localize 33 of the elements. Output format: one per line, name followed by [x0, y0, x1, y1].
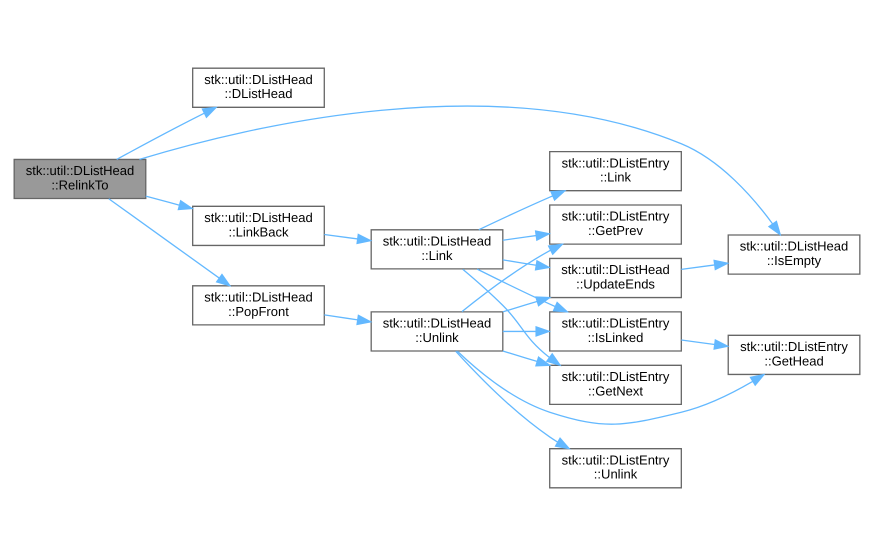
- node-box: stk::util::DListEntry ::GetNext: [549, 364, 682, 405]
- node-box: stk::util::DListHead ::Link: [370, 228, 504, 270]
- arrow: [116, 106, 218, 160]
- node-box: stk::util::DListHead ::PopFront: [192, 284, 325, 326]
- node-box: stk::util::DListHead ::LinkBack: [192, 205, 325, 246]
- node-box: stk::util::DListHead ::Unlink: [370, 310, 504, 352]
- arrow: [502, 350, 552, 366]
- node-box: stk::util::DListEntry ::GetPrev: [549, 204, 682, 244]
- node-box: stk::util::DListEntry ::Unlink: [549, 448, 682, 488]
- arrow: [681, 338, 730, 350]
- arrow: [478, 190, 567, 230]
- arrow: [139, 105, 782, 236]
- node-box: stk::util::DListEntry ::Link: [549, 150, 682, 191]
- node-box: stk::util::DListHead ::DListHead: [192, 67, 325, 108]
- arrow: [324, 314, 373, 325]
- arrow: [455, 350, 571, 450]
- arrow: [476, 268, 570, 312]
- node-box: stk::util::DListEntry ::GetHead: [728, 334, 860, 375]
- node-box: stk::util::DListHead ::IsEmpty: [728, 234, 860, 274]
- arrow: [502, 296, 552, 312]
- arrow: [108, 198, 232, 286]
- arrow: [502, 258, 552, 270]
- arrow: [324, 232, 373, 244]
- arrow: [462, 242, 564, 312]
- node-box: stk::util::DListHead ::UpdateEnds: [549, 257, 682, 298]
- arrow: [502, 230, 552, 241]
- node-box: stk::util::DListHead ::RelinkTo: [14, 158, 146, 199]
- arrow: [502, 325, 552, 336]
- arrow: [457, 350, 766, 424]
- node-box: stk::util::DListEntry ::IsLinked: [549, 310, 682, 352]
- arrow: [462, 268, 562, 366]
- arrow: [681, 259, 730, 270]
- arrow: [146, 195, 194, 210]
